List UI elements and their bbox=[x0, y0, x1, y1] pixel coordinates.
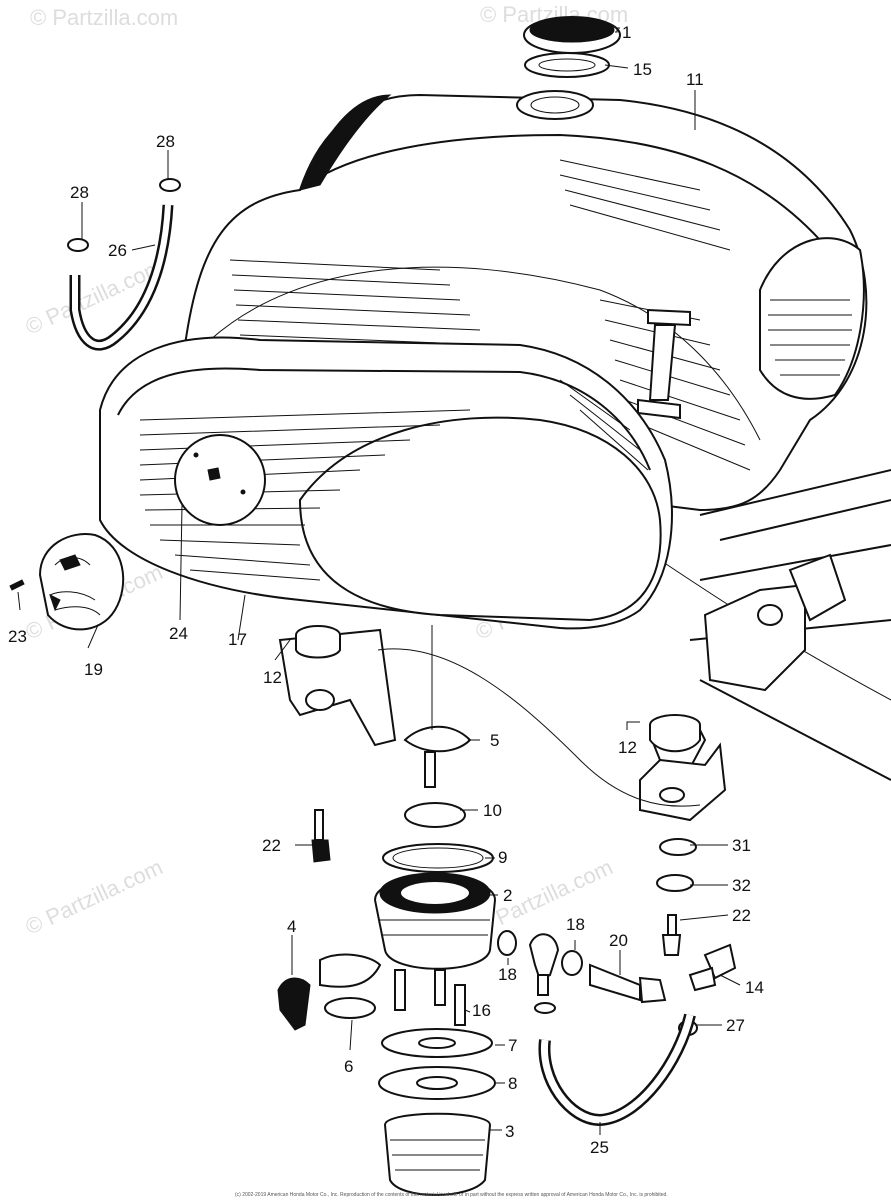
callout-27: 27 bbox=[726, 1016, 745, 1035]
callout-4: 4 bbox=[287, 917, 296, 936]
callout-24: 24 bbox=[169, 624, 188, 643]
filler-assembly bbox=[516, 16, 621, 120]
leader-lines bbox=[17, 27, 741, 1135]
callout-32: 32 bbox=[732, 876, 751, 895]
callout-20: 20 bbox=[609, 931, 628, 950]
callout-14: 14 bbox=[745, 978, 764, 997]
callout-7: 7 bbox=[508, 1036, 517, 1055]
tank-emblem bbox=[9, 533, 125, 631]
callout-31: 31 bbox=[732, 836, 751, 855]
callout-26: 26 bbox=[108, 241, 127, 260]
cap-gasket bbox=[524, 52, 610, 78]
callout-2: 2 bbox=[503, 886, 512, 905]
callout-16: 16 bbox=[472, 1001, 491, 1020]
callout-23: 23 bbox=[8, 627, 27, 646]
fuel-hose-lower bbox=[538, 1013, 696, 1127]
callout-25: 25 bbox=[590, 1138, 609, 1157]
fuel-gauge-mount bbox=[174, 434, 266, 526]
callout-12: 12 bbox=[618, 738, 637, 757]
fuel-tank-left bbox=[99, 336, 673, 630]
frame-backbone bbox=[659, 469, 891, 781]
callout-9: 9 bbox=[498, 848, 507, 867]
emblem-screw bbox=[9, 579, 25, 591]
watermark: © Partzilla.com bbox=[30, 5, 178, 30]
callout-12: 12 bbox=[263, 668, 282, 687]
callout-18: 18 bbox=[566, 915, 585, 934]
callout-11: 11 bbox=[686, 70, 704, 89]
callout-22: 22 bbox=[262, 836, 281, 855]
fuel-valve-assembly bbox=[277, 725, 497, 1196]
callout-19: 19 bbox=[84, 660, 103, 679]
callout-6: 6 bbox=[344, 1057, 353, 1076]
callout-8: 8 bbox=[508, 1074, 517, 1093]
callout-28: 28 bbox=[70, 183, 89, 202]
callout-22: 22 bbox=[732, 906, 751, 925]
mounts bbox=[278, 625, 727, 822]
fuel-hose-upper bbox=[67, 178, 181, 351]
callout-1: 1 bbox=[622, 23, 631, 42]
callout-10: 10 bbox=[483, 801, 502, 820]
watermark: © Partzilla.com bbox=[22, 854, 167, 939]
callout-3: 3 bbox=[505, 1122, 514, 1141]
callout-17: 17 bbox=[228, 630, 247, 649]
callout-5: 5 bbox=[490, 731, 499, 750]
callout-18: 18 bbox=[498, 965, 517, 984]
callouts: 1 15 11 28 28 26 23 19 24 17 12 5 10 22 … bbox=[8, 23, 764, 1157]
callout-15: 15 bbox=[633, 60, 652, 79]
callout-28: 28 bbox=[156, 132, 175, 151]
copyright-notice: (c) 2002-2019 American Honda Motor Co., … bbox=[235, 1192, 668, 1198]
